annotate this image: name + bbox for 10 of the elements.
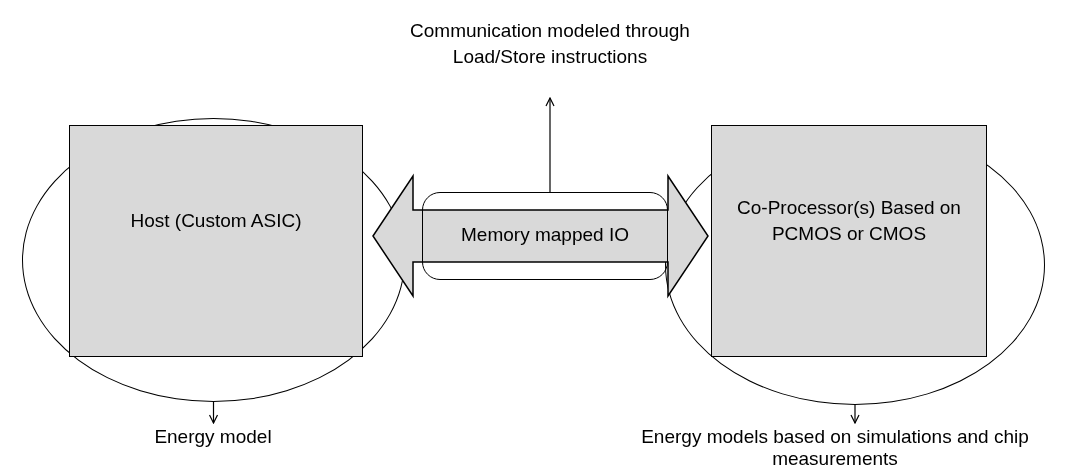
arrow xyxy=(545,97,555,193)
box-label: Co-Processor(s) Based on PCMOS or CMOS xyxy=(736,196,962,246)
arrow xyxy=(208,400,219,424)
text-label: Energy models based on simulations and chip measurements xyxy=(640,426,1030,470)
text-label: Energy model xyxy=(154,426,272,448)
component-box xyxy=(69,125,363,357)
text-label: Communication modeled through Load/Store instructions xyxy=(409,19,691,69)
box-label: Host (Custom ASIC) xyxy=(130,209,302,233)
arrow xyxy=(850,403,860,424)
component-box xyxy=(711,125,987,357)
